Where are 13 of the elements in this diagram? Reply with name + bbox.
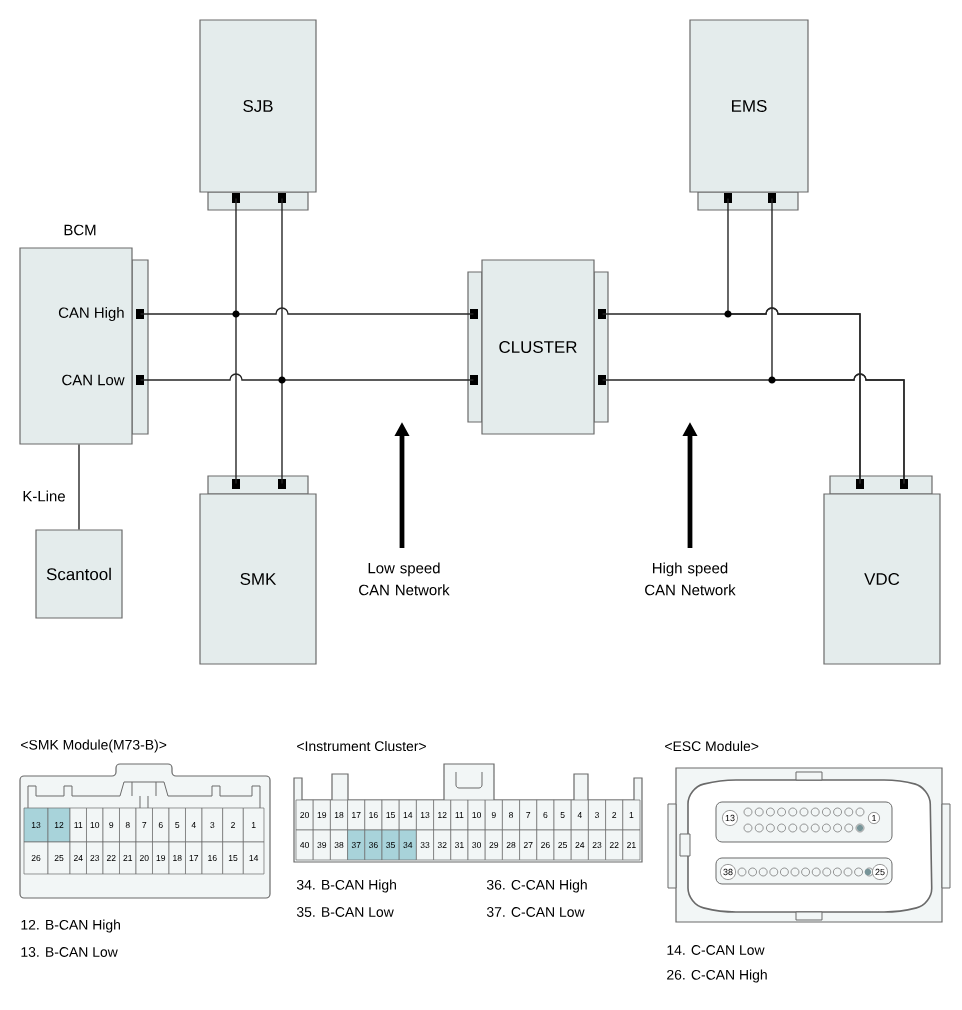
wire [78, 443, 80, 531]
module-box: Scantool [35, 529, 123, 619]
module-box: CLUSTER [467, 259, 609, 435]
module-box: EMS [689, 19, 809, 211]
wire [281, 197, 283, 485]
wire [771, 197, 905, 485]
wire [139, 373, 475, 381]
module-box: SJB [199, 19, 317, 211]
module-box: VDC [823, 475, 941, 665]
wire [727, 197, 861, 485]
module-box: SMK [199, 475, 317, 665]
wire [235, 197, 237, 485]
wire [139, 307, 475, 315]
